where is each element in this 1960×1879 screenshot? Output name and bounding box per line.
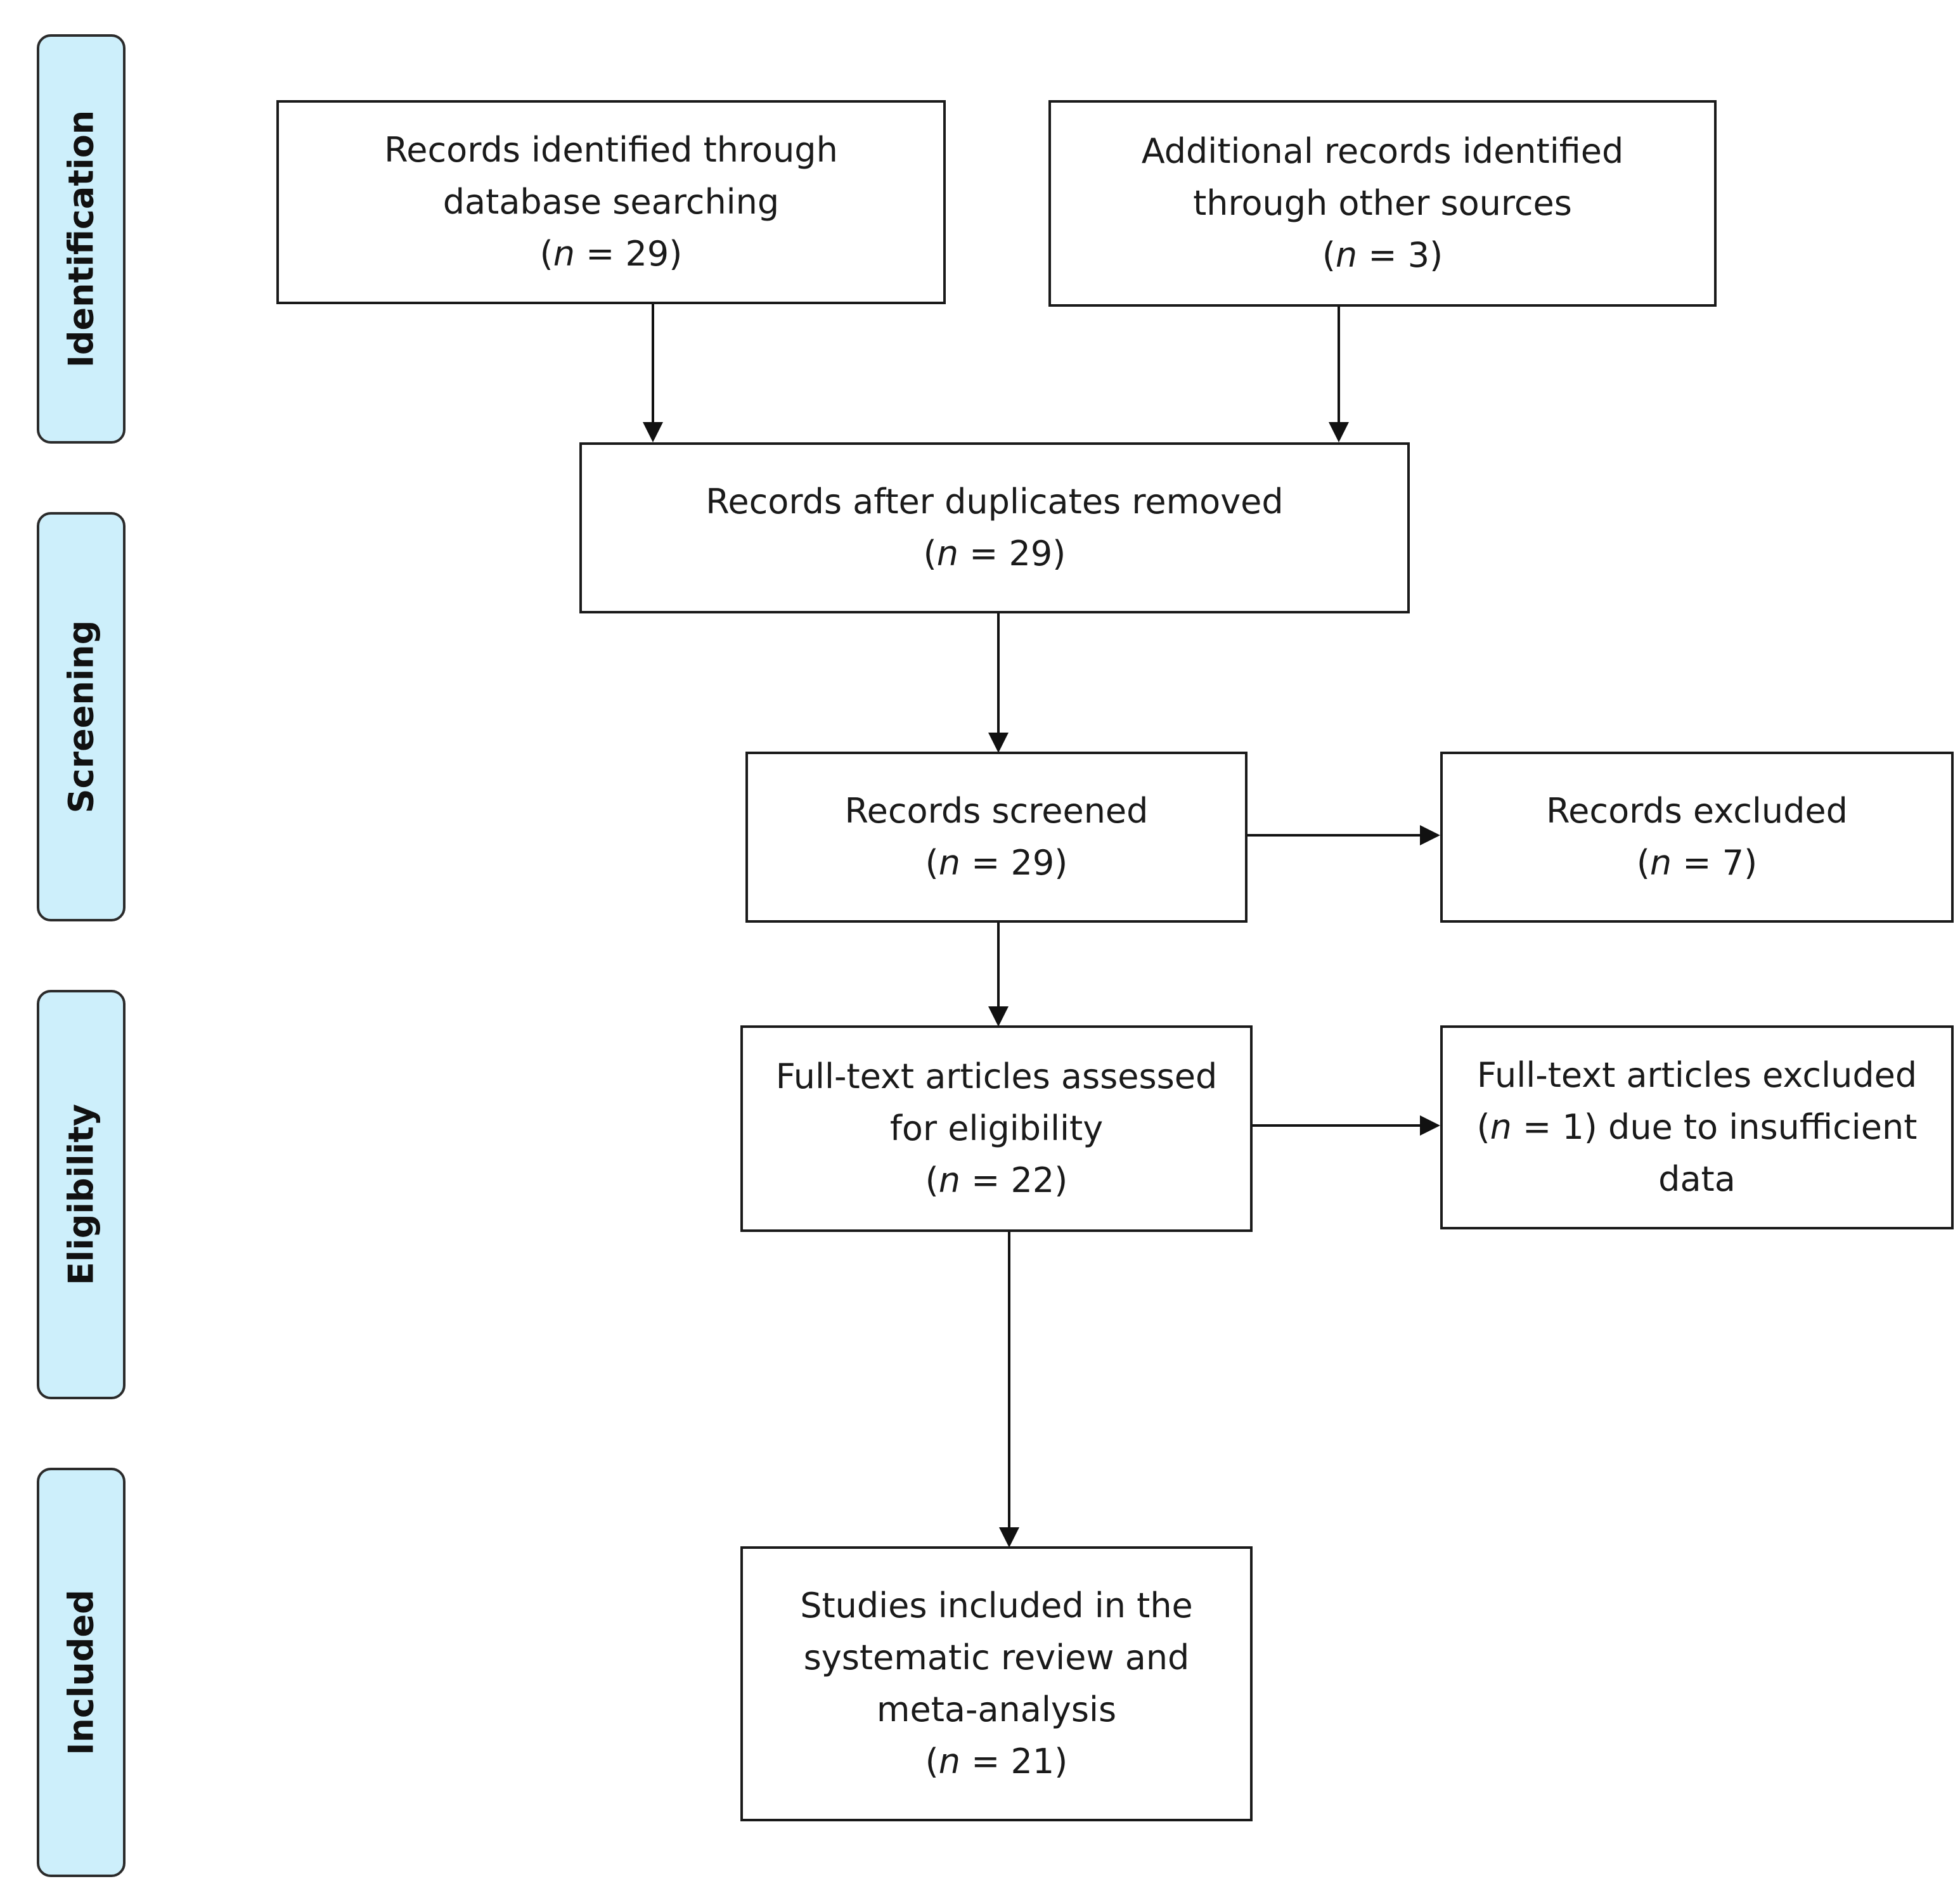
arrowhead-excluded: [1420, 825, 1440, 845]
count-label: (n = 29): [384, 228, 838, 280]
box-text-line: Records excluded: [1546, 791, 1848, 831]
arrowhead-other: [1329, 422, 1349, 442]
count-variable: n: [938, 1741, 960, 1781]
box-text-line: data: [1658, 1159, 1736, 1199]
box-text-line: Records after duplicates removed: [706, 482, 1284, 522]
count-value: = 7): [1672, 843, 1758, 883]
box-other-sources: Additional records identified through ot…: [1048, 100, 1717, 307]
count-label: (n = 29): [845, 837, 1149, 889]
box-records-excluded: Records excluded (n = 7): [1440, 752, 1954, 923]
count-variable: n: [938, 1160, 960, 1200]
box-studies-included: Studies included in the systematic revie…: [740, 1546, 1253, 1821]
count-value: = 21): [960, 1741, 1068, 1781]
box-database-records: Records identified through database sear…: [276, 100, 946, 304]
count-prefix: (: [925, 1160, 939, 1200]
box-text-line: for eligibility: [889, 1108, 1104, 1148]
phase-eligibility: Eligibility: [37, 990, 126, 1399]
count-prefix: (: [1636, 843, 1650, 883]
count-value: = 29): [960, 843, 1068, 883]
count-variable: n: [1490, 1107, 1512, 1147]
arrowhead-database: [643, 422, 663, 442]
box-text-line: Full-text articles excluded: [1476, 1055, 1918, 1095]
count-label: (n = 3): [1142, 229, 1623, 281]
count-value: = 29): [574, 234, 683, 274]
box-text-line: Studies included in the: [800, 1586, 1193, 1626]
box-fulltext-excluded: Full-text articles excluded (n = 1) due …: [1440, 1025, 1954, 1229]
count-label: (n = 29): [706, 528, 1283, 580]
count-variable: n: [936, 534, 958, 574]
count-variable: n: [1649, 843, 1672, 883]
count-label: (n = 22): [776, 1155, 1218, 1207]
box-fulltext-assessed: Full-text articles assessed for eligibil…: [740, 1025, 1253, 1232]
box-text-line: meta-analysis: [876, 1690, 1117, 1729]
box-text-line: Additional records identified: [1141, 131, 1624, 171]
phase-screening: Screening: [37, 512, 126, 921]
count-label: (n = 7): [1546, 837, 1848, 889]
count-prefix: (: [925, 1741, 939, 1781]
count-value: = 22): [960, 1160, 1068, 1200]
arrowhead-included: [999, 1527, 1019, 1548]
count-prefix: (: [1322, 235, 1336, 275]
phase-included: Included: [37, 1468, 126, 1877]
count-value: = 1) due to insufficient: [1511, 1107, 1918, 1147]
count-label: (n = 21): [800, 1736, 1193, 1788]
count-prefix: (: [923, 534, 937, 574]
count-prefix: (: [925, 843, 939, 883]
box-text-line: Full-text articles assessed: [775, 1056, 1218, 1096]
box-duplicates-removed: Records after duplicates removed (n = 29…: [579, 442, 1410, 613]
arrowhead-duplicates: [988, 733, 1009, 753]
count-variable: n: [1335, 235, 1358, 275]
count-prefix: (: [539, 234, 553, 274]
count-variable: n: [553, 234, 575, 274]
box-text-line: Records screened: [844, 791, 1149, 831]
count-value: = 3): [1357, 235, 1443, 275]
count-prefix: (: [1476, 1107, 1490, 1147]
count-label: (n = 1) due to insufficient: [1477, 1101, 1918, 1153]
box-text-line: database searching: [442, 182, 780, 222]
arrowhead-fulltext-excluded: [1420, 1115, 1440, 1136]
box-text-line: through other sources: [1193, 183, 1572, 223]
phase-identification: Identification: [37, 34, 126, 444]
arrowhead-fulltext: [988, 1006, 1009, 1027]
count-variable: n: [938, 843, 960, 883]
box-records-screened: Records screened (n = 29): [745, 752, 1248, 923]
box-text-line: systematic review and: [803, 1638, 1190, 1677]
box-text-line: Records identified through: [384, 130, 838, 170]
count-value: = 29): [958, 534, 1066, 574]
